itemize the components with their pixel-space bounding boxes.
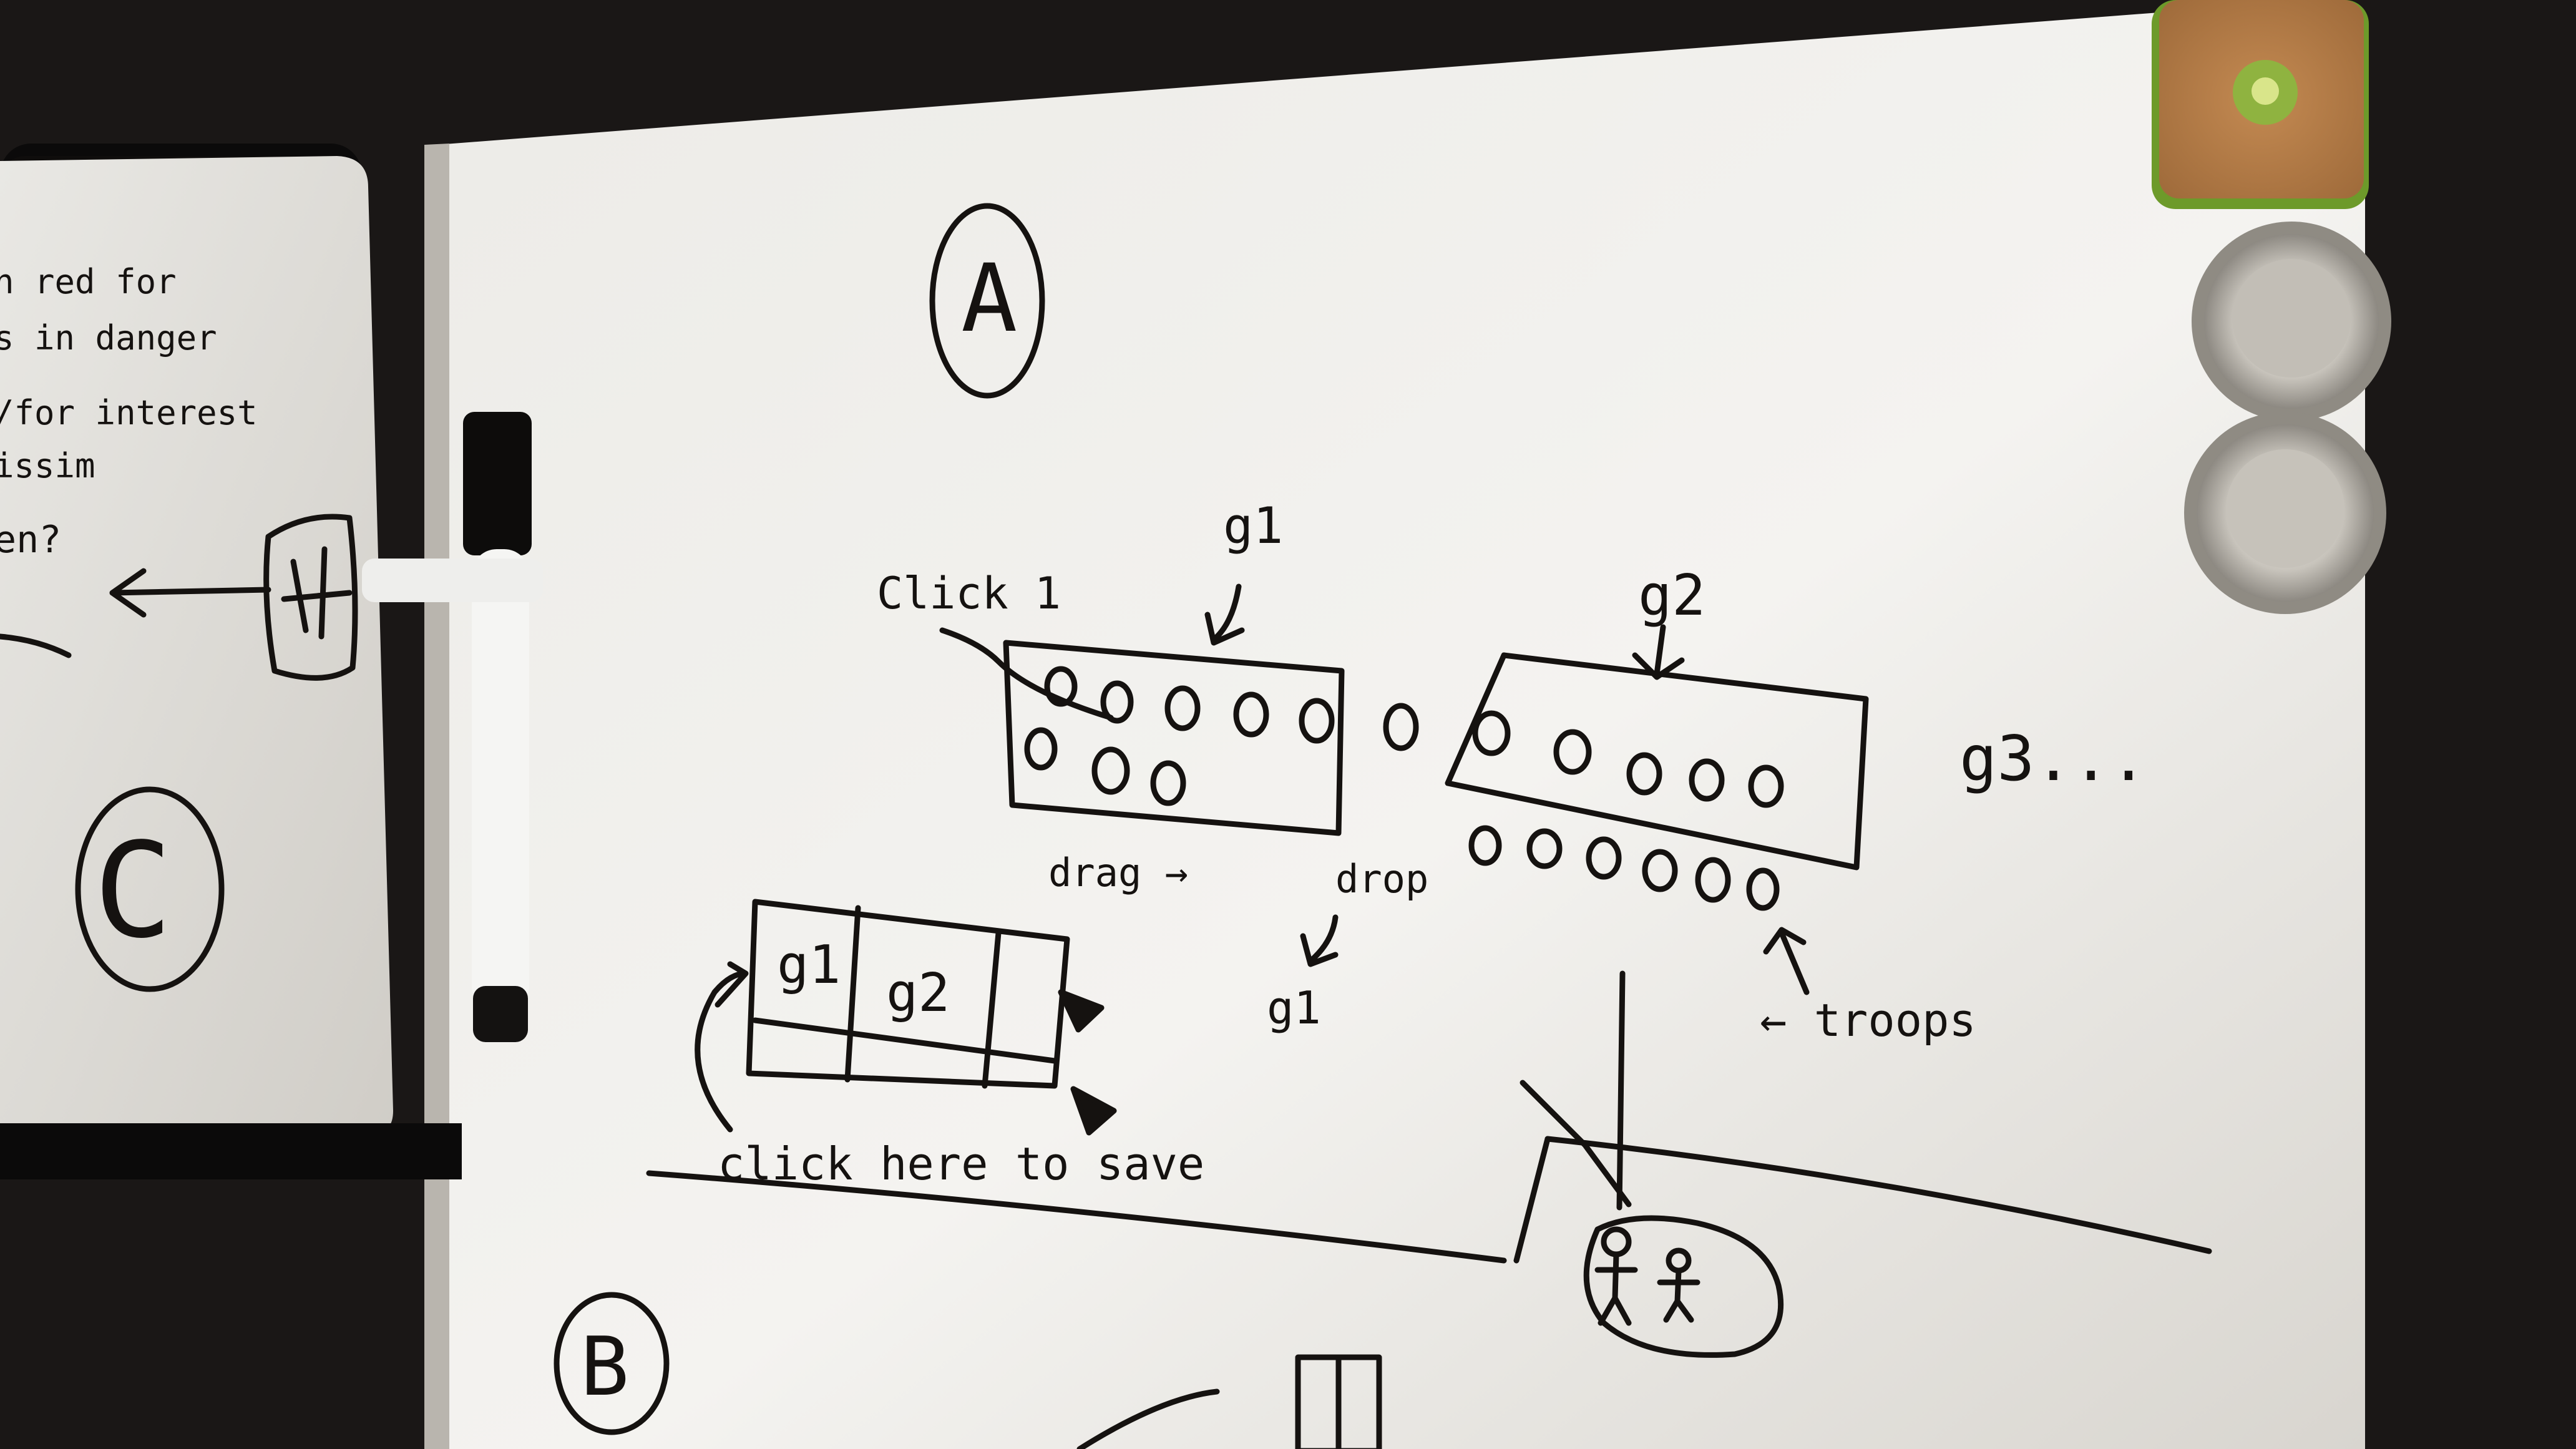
unassigned-troops — [1468, 825, 1780, 911]
magnet-center — [2232, 259, 2351, 378]
marker-clip — [362, 559, 543, 602]
round-magnet-2 — [2184, 412, 2386, 614]
figure-right — [1657, 1247, 1700, 1323]
troop-circle — [1233, 691, 1269, 738]
troop-circle — [1626, 752, 1662, 796]
section-c-label: C — [94, 814, 172, 967]
map-line-left — [646, 1170, 1507, 1264]
side-whiteboard — [0, 156, 393, 1136]
group-1-troops — [1024, 666, 1335, 806]
sketch-labels: A B g1 g2 g3... Click 1 drag → drop g1 ←… — [0, 245, 2147, 1414]
cork-magnet — [2152, 0, 2369, 209]
click-arrow — [939, 627, 1114, 721]
troop-circle — [1695, 857, 1731, 903]
troop-circle — [1689, 758, 1725, 802]
save-table-row-line — [752, 1017, 1058, 1064]
drop-arrow — [1300, 914, 1339, 967]
magnet-center — [2226, 449, 2344, 568]
troop-circle — [1091, 746, 1130, 795]
troop-circle — [1044, 666, 1078, 707]
map-line-diagonal — [1520, 1080, 1632, 1208]
side-map-figures — [281, 546, 353, 640]
troop-circle — [1553, 729, 1592, 775]
group-2-box — [1445, 652, 1869, 871]
map-line-right — [1544, 1136, 2212, 1254]
section-a-circle — [929, 203, 1045, 399]
troops-arrow — [1763, 927, 1810, 995]
troop-circle — [1586, 836, 1622, 880]
main-whiteboard-edge — [424, 144, 449, 1449]
arrow-to-group-1 — [1204, 583, 1245, 646]
group-1-box — [1003, 640, 1345, 836]
save-note: click here to save — [718, 1138, 1204, 1190]
group-3-label: g3... — [1959, 722, 2147, 795]
section-c-circle — [75, 786, 225, 992]
map-territory — [1583, 1215, 1784, 1358]
section-b-label: B — [580, 1319, 629, 1414]
save-arrow — [695, 961, 749, 1133]
troops-note: ← troops — [1760, 994, 1976, 1046]
side-text-line-2: s in danger — [0, 318, 217, 358]
side-text-line-3: /for interest — [0, 393, 258, 432]
group-1-label: g1 — [1223, 497, 1283, 555]
marker-body — [472, 549, 529, 1011]
marker — [362, 412, 543, 1042]
save-table-divider-1 — [844, 905, 861, 1083]
troop-circle — [1164, 685, 1201, 731]
sketch-ink — [0, 203, 2212, 1449]
side-text-line-5: en? — [0, 518, 61, 562]
unassigned-troop-circle — [1383, 703, 1419, 751]
round-magnet-1 — [2192, 222, 2391, 421]
main-whiteboard — [424, 12, 2365, 1449]
troop-circle — [1299, 698, 1335, 744]
section-a-label: A — [961, 245, 1017, 353]
troop-circle — [1150, 760, 1186, 806]
bottom-sketch-line — [1076, 1388, 1220, 1449]
side-text-line-1: h red for — [0, 262, 177, 301]
side-arrow — [109, 568, 271, 618]
marker-end — [473, 986, 528, 1042]
troop-circle — [1748, 764, 1784, 808]
group-2-label: g2 — [1638, 563, 1705, 628]
click-note: Click 1 — [877, 568, 1061, 619]
group-2-troops — [1472, 710, 1784, 808]
save-table — [746, 899, 1070, 1089]
side-whiteboard-bottom-frame — [0, 1123, 462, 1179]
figure-left — [1594, 1226, 1638, 1326]
arrow-to-group-2 — [1632, 624, 1685, 680]
troop-circle — [1472, 710, 1511, 756]
map-line-short — [1513, 1136, 1551, 1264]
side-map-sketch — [263, 514, 358, 681]
troop-circle — [1746, 867, 1780, 911]
troop-circle — [1526, 828, 1563, 869]
troop-circle — [1468, 825, 1502, 866]
cork-pin-center — [2252, 77, 2279, 105]
section-b-circle — [554, 1292, 670, 1435]
drop-note: drop — [1335, 856, 1428, 902]
drag-note: drag → — [1048, 850, 1188, 895]
save-table-divider-2 — [982, 930, 1002, 1089]
tab-g1-label: g1 — [777, 934, 841, 996]
troop-circle — [1024, 727, 1058, 771]
side-line — [0, 633, 72, 658]
tab-g2-label: g2 — [886, 962, 950, 1024]
map-line-vertical — [1616, 970, 1626, 1211]
triangle-marker-1 — [1058, 989, 1105, 1033]
side-text-line-4: issim — [0, 446, 95, 485]
troop-circle — [1642, 849, 1678, 892]
troop-circle — [1100, 680, 1134, 724]
drop-target-label: g1 — [1267, 982, 1321, 1034]
triangle-marker-2 — [1070, 1086, 1117, 1136]
marker-cap — [463, 412, 532, 555]
